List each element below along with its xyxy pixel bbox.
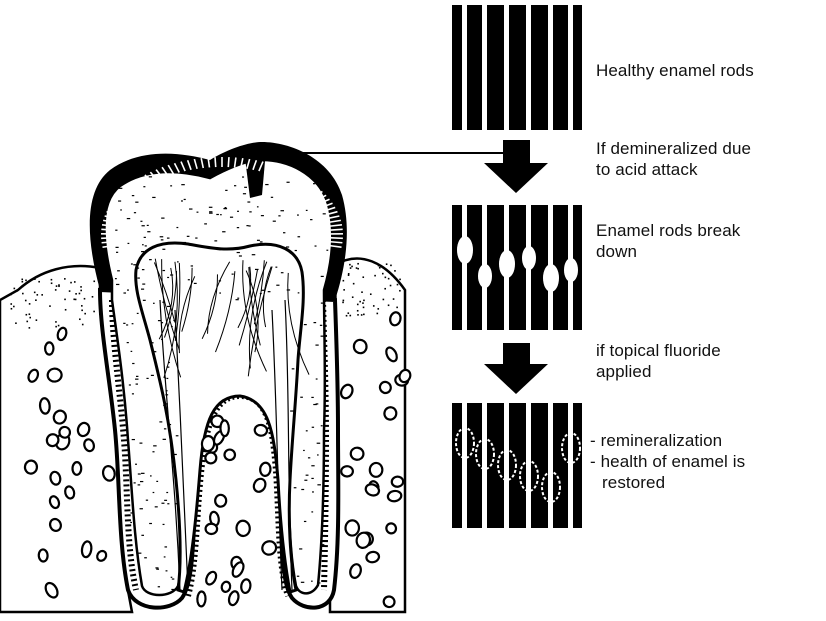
enamel-rod [548, 403, 553, 528]
label-breakdown-line2: down [596, 241, 740, 262]
enamel-rod [504, 5, 509, 130]
down-arrow-icon [484, 140, 548, 193]
broken-rods-panel [452, 205, 582, 330]
label-breakdown: Enamel rods break down [596, 220, 740, 262]
healthy-rods-panel [452, 5, 582, 130]
label-healthy-line1: Healthy enamel rods [596, 60, 754, 81]
enamel-rod [548, 5, 553, 130]
enamel-rod [482, 5, 487, 130]
enamel-rod [462, 403, 467, 528]
enamel-rod [568, 403, 573, 528]
rod-defect [499, 250, 515, 278]
enamel-rod [482, 403, 487, 528]
down-arrow-icon [484, 343, 548, 394]
label-breakdown-line1: Enamel rods break [596, 220, 740, 241]
rod-defect [564, 258, 578, 282]
enamel-rod [568, 5, 573, 130]
label-remineral-line1: - remineralization [590, 430, 745, 451]
rod-defect [478, 264, 492, 288]
enamel-rod [526, 5, 531, 130]
label-fluoride-line2: applied [596, 361, 721, 382]
rod-defect [522, 246, 536, 270]
rod-defect [543, 264, 559, 292]
label-demineralized: If demineralized due to acid attack [596, 138, 751, 180]
label-demineralized-line1: If demineralized due [596, 138, 751, 159]
label-fluoride: if topical fluoride applied [596, 340, 721, 382]
enamel-rod [462, 205, 467, 330]
label-remineral-line2: - health of enamel is [590, 451, 745, 472]
label-healthy: Healthy enamel rods [596, 60, 754, 81]
enamel-rod [504, 403, 509, 528]
label-fluoride-line1: if topical fluoride [596, 340, 721, 361]
label-remineralization: - remineralization - health of enamel is… [590, 430, 745, 493]
remineralized-rods-panel [452, 403, 582, 528]
enamel-rod [526, 403, 531, 528]
label-remineral-line3: restored [590, 472, 745, 493]
label-demineralized-line2: to acid attack [596, 159, 751, 180]
enamel-rod [462, 5, 467, 130]
tooth-illustration [0, 142, 412, 612]
rod-defect [457, 236, 473, 264]
